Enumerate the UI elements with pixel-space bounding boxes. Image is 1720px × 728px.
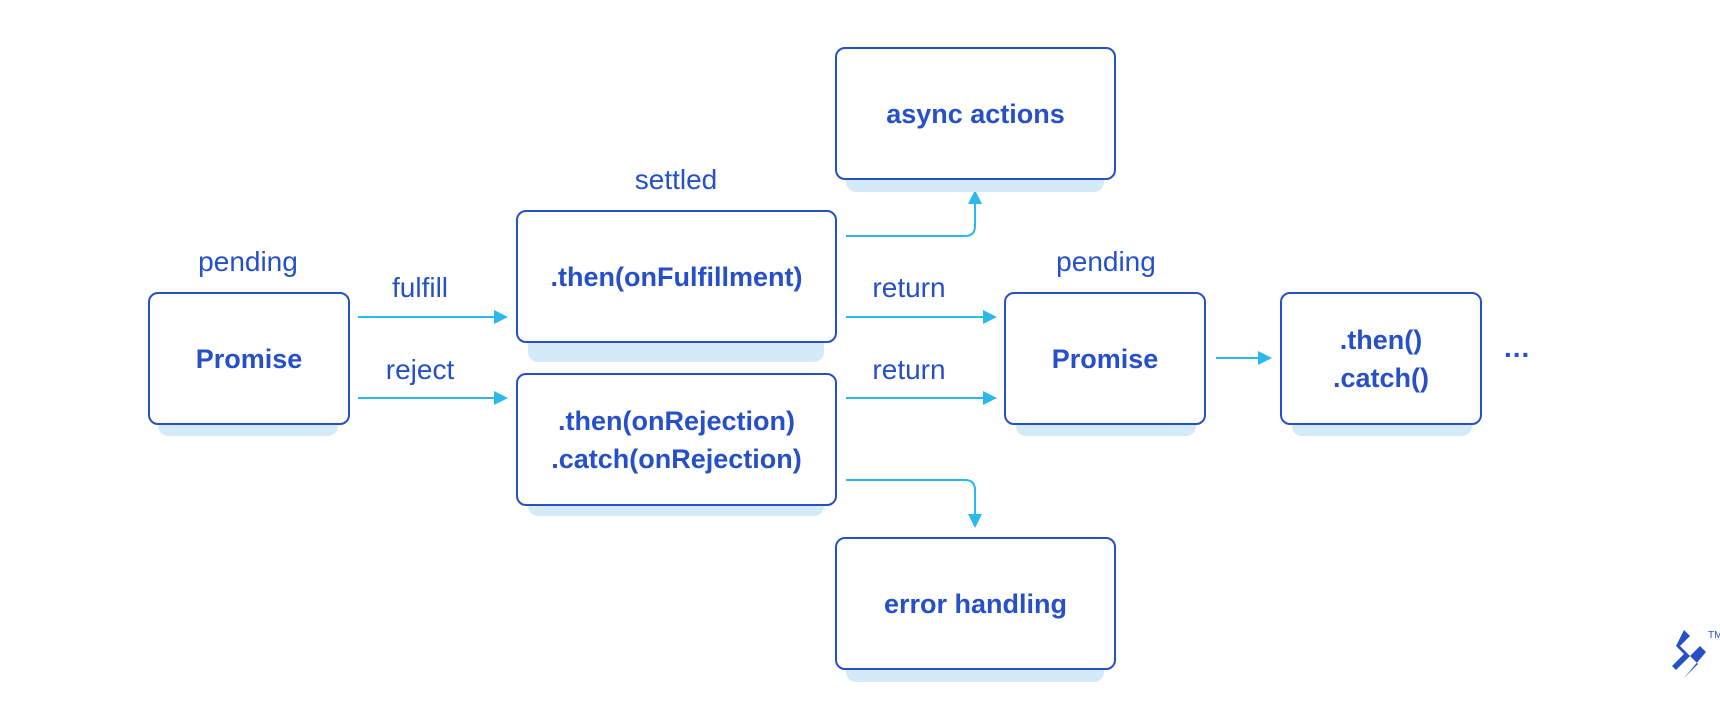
- then-catch-node-line2: .catch(): [1332, 362, 1430, 393]
- return-fulfilled-arrow: [846, 310, 997, 324]
- then-rejection-node-line1: .then(onRejection): [558, 405, 795, 436]
- pending-state-label-initial: pending: [198, 246, 298, 277]
- chain-arrow: [1216, 351, 1272, 365]
- promise-node-initial: Promise: [148, 292, 350, 425]
- toptal-logo-icon: TM: [1668, 628, 1720, 684]
- error-handling-arrow: [846, 479, 982, 528]
- toptal-logo-mark: TM: [1672, 630, 1720, 678]
- promise-node-next: Promise: [1004, 292, 1206, 425]
- continuation-ellipsis: ...: [1504, 332, 1531, 363]
- trademark-label: TM: [1708, 630, 1720, 641]
- error-handling-node-text: error handling: [883, 588, 1067, 619]
- then-catch-node-line1: .then(): [1339, 324, 1423, 355]
- async-actions-node-text: async actions: [886, 98, 1065, 129]
- return-fulfilled-label: return: [872, 272, 946, 303]
- async-actions-arrow: [846, 190, 982, 237]
- then-catch-node: .then() .catch(): [1280, 292, 1482, 425]
- promise-node-next-text: Promise: [1051, 343, 1159, 374]
- fulfill-label: fulfill: [391, 272, 449, 303]
- error-handling-node: error handling: [835, 537, 1116, 670]
- async-actions-node: async actions: [835, 47, 1116, 180]
- promise-node-initial-text: Promise: [195, 343, 303, 374]
- then-rejection-node: .then(onRejection) .catch(onRejection): [516, 373, 837, 506]
- fulfill-arrow: [358, 310, 508, 324]
- pending-state-label-next: pending: [1056, 246, 1156, 277]
- reject-arrow: [358, 391, 508, 405]
- settled-state-label: settled: [634, 164, 718, 195]
- then-fulfillment-node: .then(onFulfillment): [516, 210, 837, 343]
- return-rejected-label: return: [872, 354, 946, 385]
- then-fulfillment-node-text: .then(onFulfillment): [550, 261, 803, 292]
- then-rejection-node-line2: .catch(onRejection): [551, 443, 802, 474]
- reject-label: reject: [385, 354, 455, 385]
- return-rejected-arrow: [846, 391, 997, 405]
